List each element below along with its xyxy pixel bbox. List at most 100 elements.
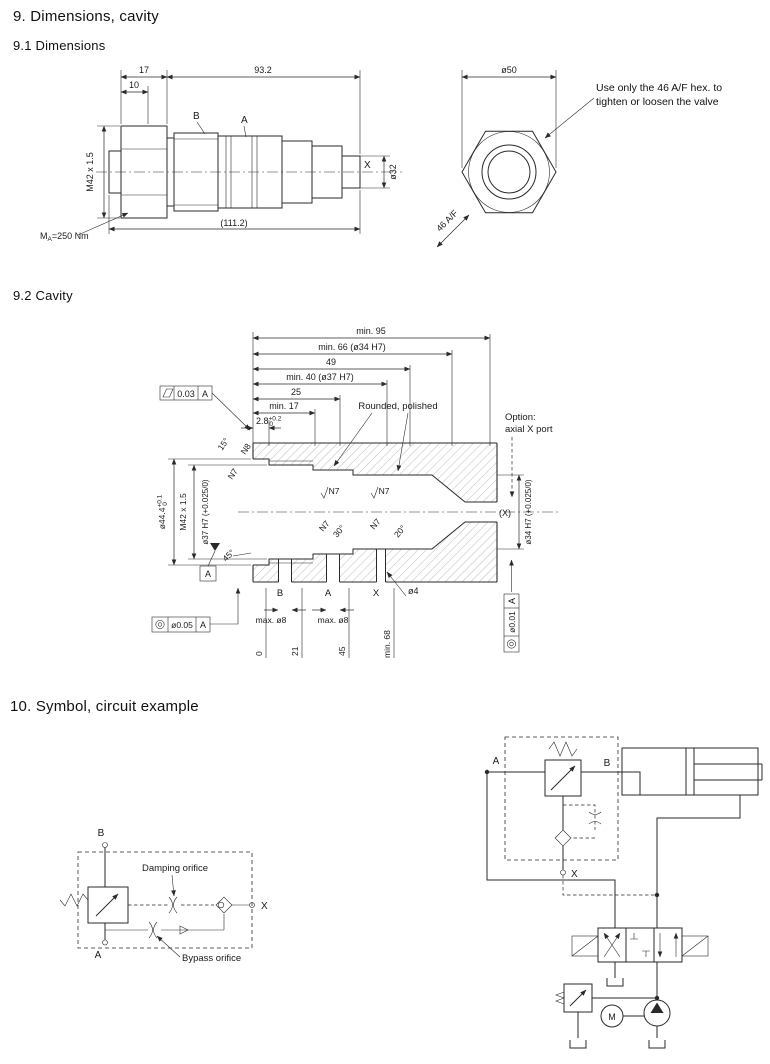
symbol-and-circuit-drawing: B A X Damping orifice Bypass xyxy=(59,736,763,1049)
section-10-title: 10. Symbol, circuit example xyxy=(10,698,199,715)
tank-icon xyxy=(648,1040,666,1049)
dim-min-40: min. 40 (ø37 H7) xyxy=(286,372,354,382)
max-dia-8-label: max. ø8 xyxy=(256,615,287,625)
junction-dot xyxy=(654,892,660,898)
dim-17: 17 xyxy=(139,65,149,75)
dia-50-label: ø50 xyxy=(501,65,517,75)
position-21-label: 21 xyxy=(290,646,300,656)
cavity-port-b-label: B xyxy=(277,588,283,599)
n7-finish-label: N7 xyxy=(329,486,340,496)
hex-af-label: 46 A/F xyxy=(434,208,460,234)
dia-44-4-label: ø44.4+0.10 xyxy=(157,494,170,529)
dia-34-label: ø34 H7 (+0.025/0) xyxy=(524,479,533,544)
thread-label: M42 x 1.5 xyxy=(85,152,95,192)
datum-a-ref: A xyxy=(200,620,206,630)
port-node-icon xyxy=(249,902,255,908)
cavity-section-view xyxy=(238,442,558,583)
tank-icon xyxy=(606,978,624,987)
rounded-polished-label: Rounded, polished xyxy=(358,401,437,412)
dim-min-17: min. 17 xyxy=(269,401,299,411)
datum-triangle-icon xyxy=(210,543,220,551)
option-x-port-label: axial X port xyxy=(505,424,553,435)
port-b-label: B xyxy=(193,111,200,122)
n7-finish-label: N7 xyxy=(317,518,332,533)
datum-a-ref: A xyxy=(202,389,208,399)
spring-icon xyxy=(59,893,89,907)
circuit-example: X A B xyxy=(484,736,763,1049)
check-arrow-icon xyxy=(179,925,189,935)
valve-symbol: B A X Damping orifice Bypass xyxy=(59,828,268,964)
port-node-icon xyxy=(560,869,566,876)
concentricity-icon xyxy=(507,639,516,649)
spring-icon xyxy=(548,741,578,757)
check-valve-icon xyxy=(554,829,572,847)
solenoid-operator-icon xyxy=(571,935,599,957)
angle-45-label: 45° xyxy=(220,547,236,563)
damping-orifice-label: Damping orifice xyxy=(142,863,208,874)
port-a-label: A xyxy=(241,115,248,126)
symbol-envelope xyxy=(77,851,253,949)
datum-a-flag: A xyxy=(205,569,211,579)
cavity-thread-label: M42 x 1.5 xyxy=(178,493,188,531)
hex-end-view: ø50 46 A/F xyxy=(434,65,595,248)
angle-15-label: 15° xyxy=(215,436,231,452)
valve-block-envelope xyxy=(504,736,619,861)
position-0-label: 0 xyxy=(254,651,264,656)
relief-valve-symbol xyxy=(555,983,660,1049)
circuit-port-x-label: X xyxy=(571,869,578,880)
torque-label: MA=250 Nm xyxy=(40,231,89,243)
n8-finish-label: N8 xyxy=(238,441,253,456)
symbol-port-b-label: B xyxy=(98,828,105,839)
datum-a-ref: A xyxy=(507,598,517,604)
dim-10: 10 xyxy=(129,80,139,90)
dim-min-95: min. 95 xyxy=(356,326,386,336)
cavity-port-a-label: A xyxy=(325,588,332,599)
x-port-optional-label: (X) xyxy=(499,508,511,518)
side-view-dimensions: B A M42 x 1.5 17 93.2 10 X ø32 xyxy=(40,65,398,243)
bypass-orifice-icon xyxy=(148,921,158,939)
port-x-label: X xyxy=(364,160,371,171)
directional-valve-symbol xyxy=(571,927,709,963)
bypass-orifice-label: Bypass orifice xyxy=(182,953,241,964)
dimensions-drawing: B A M42 x 1.5 17 93.2 10 X ø32 xyxy=(40,65,595,248)
dim-93-2: 93.2 xyxy=(254,65,272,75)
circuit-port-a-label: A xyxy=(493,756,500,767)
max-dia-8-label: max. ø8 xyxy=(318,615,349,625)
option-label: Option: xyxy=(505,412,536,423)
angle-20-label: 20° xyxy=(392,523,408,539)
valve-side-view xyxy=(96,125,402,219)
tank-icon xyxy=(569,1040,587,1049)
orifice-icon xyxy=(588,811,602,825)
motor-label: M xyxy=(608,1012,616,1022)
cavity-top-dimensions: min. 95 min. 66 (ø34 H7) 49 min. 40 (ø37… xyxy=(159,326,491,446)
dia-4-label: ø4 xyxy=(408,586,419,596)
cavity-diameter-dimensions: ø44.4+0.10 M42 x 1.5 ø37 H7 (+0.025/0) A… xyxy=(157,458,533,582)
angle-30-label: 30° xyxy=(331,523,347,539)
solenoid-operator-icon xyxy=(681,935,709,957)
section-9-1-title: 9.1 Dimensions xyxy=(13,38,106,53)
tolerance-0-03: 0.03 xyxy=(177,389,195,399)
position-45-label: 45 xyxy=(337,646,347,656)
symbol-port-x-label: X xyxy=(261,901,268,912)
symbol-port-a-label: A xyxy=(95,950,102,961)
hex-usage-note: Use only the 46 A/F hex. to tighten or l… xyxy=(596,82,723,108)
dim-25: 25 xyxy=(291,387,301,397)
dim-49: 49 xyxy=(326,357,336,367)
flatness-icon xyxy=(162,388,174,398)
position-min-68-label: min. 68 xyxy=(382,630,392,658)
cavity-port-x-label: X xyxy=(373,588,380,599)
dim-overall: (111.2) xyxy=(220,218,247,228)
spring-icon xyxy=(555,991,565,1005)
concentricity-icon xyxy=(155,619,165,629)
port-node-icon xyxy=(102,842,108,848)
circuit-port-b-label: B xyxy=(604,758,611,769)
n7-finish-label: N7 xyxy=(368,516,383,531)
damping-orifice-icon xyxy=(168,896,178,914)
port-node-icon xyxy=(102,939,108,946)
valve-square xyxy=(87,886,129,924)
dia-37-label: ø37 H7 (+0.025/0) xyxy=(201,479,210,544)
cavity-drawing: min. 95 min. 66 (ø34 H7) 49 min. 40 (ø37… xyxy=(151,326,558,658)
dia-32-label: ø32 xyxy=(388,164,398,180)
